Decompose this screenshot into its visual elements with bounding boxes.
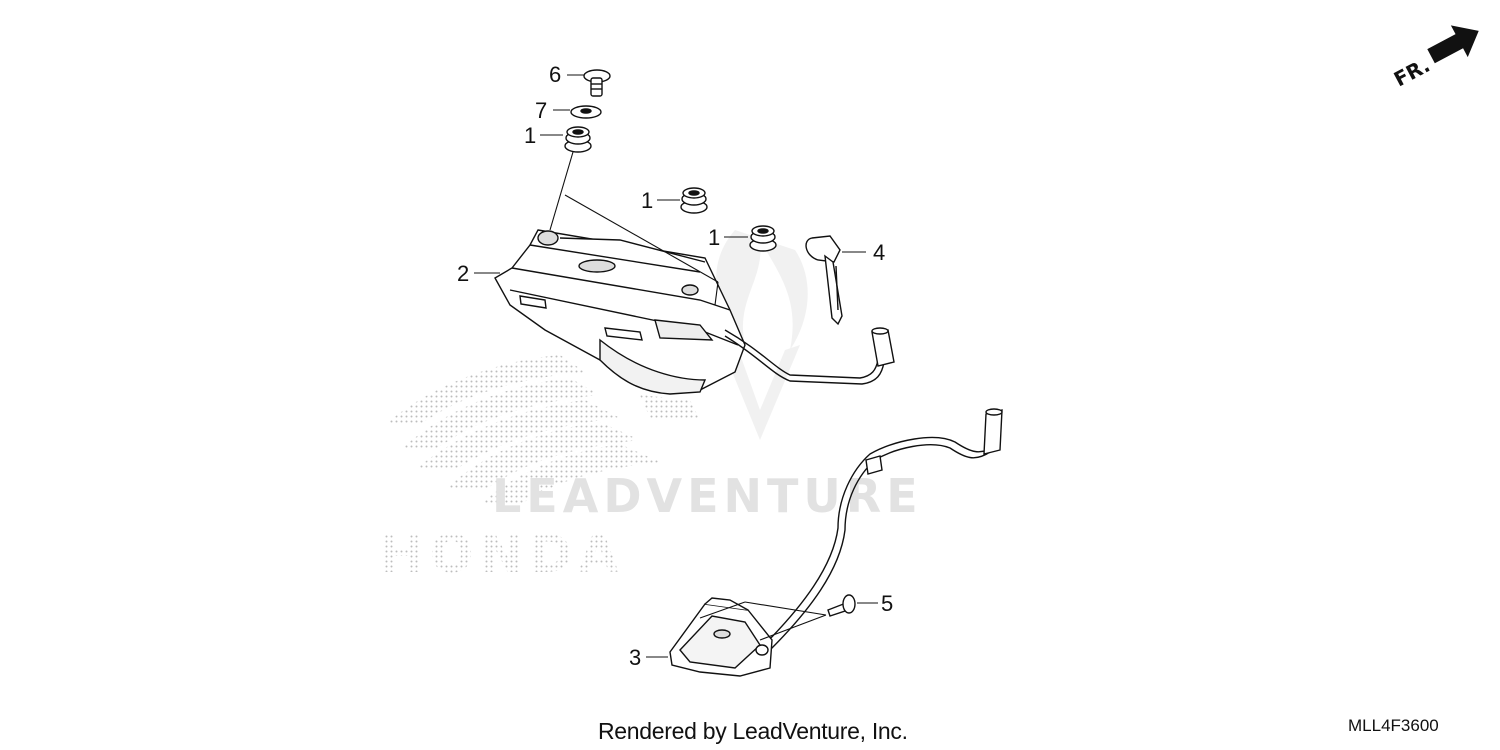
front-direction-indicator: FR. xyxy=(1390,25,1479,92)
callout-1-top: 1 xyxy=(524,123,536,148)
callout-3: 3 xyxy=(629,645,641,670)
callout-1-lower: 1 xyxy=(708,225,720,250)
callout-5: 5 xyxy=(881,591,893,616)
honda-wing-watermark xyxy=(385,355,700,505)
render-credit: Rendered by LeadVenture, Inc. xyxy=(598,718,908,744)
leader-lines xyxy=(474,74,878,658)
honda-wordmark-watermark: HONDA xyxy=(380,525,625,585)
grommet-part-1-lower xyxy=(749,225,777,252)
callout-7: 7 xyxy=(535,98,547,123)
diagram-code: MLL4F3600 xyxy=(1348,716,1439,735)
front-direction-label: FR. xyxy=(1390,53,1434,92)
callout-1-middle: 1 xyxy=(641,188,653,213)
housing-part-2 xyxy=(494,229,746,395)
callout-6: 6 xyxy=(549,62,561,87)
clip-part-4 xyxy=(805,235,843,326)
grommet-part-1-top xyxy=(564,126,592,153)
cable-lower xyxy=(762,408,1003,651)
leadventure-text-watermark: LEADVENTURE xyxy=(492,469,923,523)
bolt-part-6 xyxy=(583,69,611,97)
grommet-part-1-middle xyxy=(680,187,708,214)
front-arrow-icon xyxy=(1427,25,1479,64)
sensor-part-3 xyxy=(669,597,773,677)
screw-part-5 xyxy=(827,594,856,617)
washer-part-7 xyxy=(570,105,602,119)
callout-4: 4 xyxy=(873,240,885,265)
callout-2: 2 xyxy=(457,261,469,286)
cable-upper xyxy=(724,327,895,385)
